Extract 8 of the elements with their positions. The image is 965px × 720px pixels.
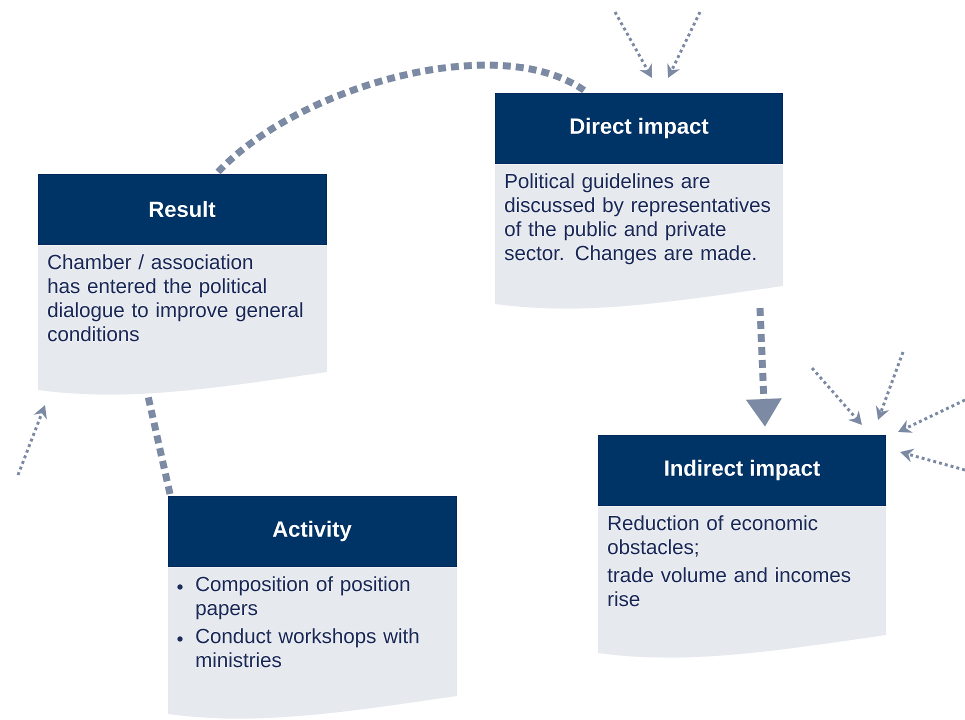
card: Activity Composition of position papers Conduct workshops with ministries — [168, 496, 457, 719]
card: Indirect impact Reduction of economic obstacles; trade volume and incomes rise — [598, 435, 886, 658]
node-label: Result — [150, 200, 216, 218]
card: Direct impact Political guidelines are discussed by representatives of the public and private sector. Changes are made. — [495, 93, 784, 309]
card: Result Chamber / association has entered the political dialogue to improve general conditions — [38, 174, 327, 395]
node-label: Direct impact — [570, 118, 708, 138]
node-label: Activity — [272, 520, 352, 542]
node-label: Indirect impact — [665, 460, 820, 480]
